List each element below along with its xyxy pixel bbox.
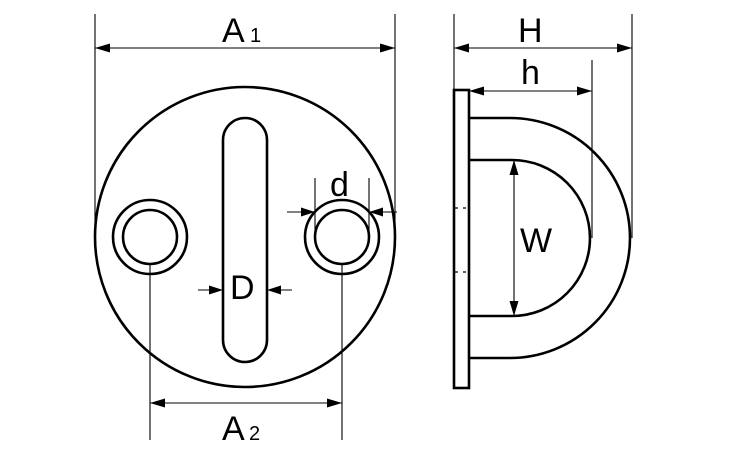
front-view (93, 85, 397, 389)
dimension-label-w: W (520, 222, 552, 260)
dimension-label-d-lower: d (330, 166, 349, 204)
dimension-label-a2: A (222, 410, 245, 448)
dimension-w (509, 160, 519, 316)
dimension-h-lower (469, 60, 593, 238)
dimension-d-hole (287, 178, 397, 237)
dimension-label-d-upper: D (230, 269, 255, 307)
mounting-hole-right (303, 198, 381, 276)
side-view (452, 88, 632, 390)
eye-loop-inner (469, 158, 592, 318)
dimension-label-a1: A (222, 12, 245, 50)
dimension-a1 (94, 14, 396, 237)
dimension-label-h-lower: h (521, 54, 540, 92)
center-slot (221, 116, 269, 364)
dimension-h-upper (453, 14, 633, 238)
dimension-label-h-upper: H (518, 12, 543, 50)
mounting-hole-left (111, 198, 189, 276)
dimension-d-slot (198, 285, 292, 295)
eye-loop-outer (469, 116, 632, 360)
base-plate-outline (93, 85, 397, 389)
dimension-label-a2-subscript: 2 (249, 423, 260, 445)
dimension-a2 (149, 264, 343, 440)
side-plate (452, 88, 471, 390)
dimension-label-a1-subscript: 1 (250, 25, 261, 47)
